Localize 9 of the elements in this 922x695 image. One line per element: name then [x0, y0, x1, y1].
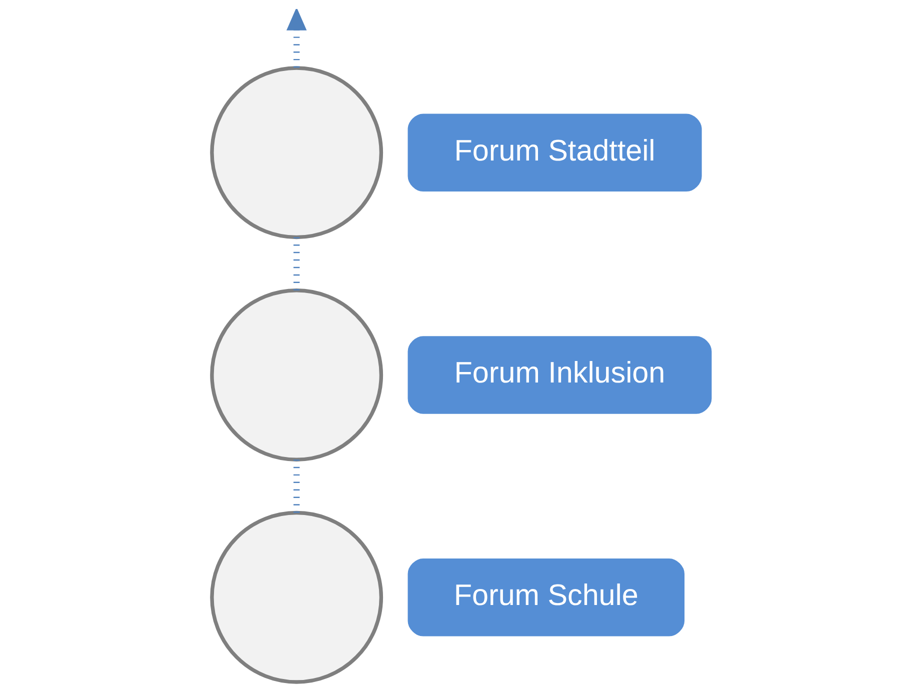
connector	[292, 236, 300, 290]
node-circle	[210, 66, 383, 239]
arrow	[286, 8, 306, 68]
node-circle	[210, 510, 383, 684]
node-box: Forum Stadtteil	[407, 113, 702, 192]
node-box: Forum Schule	[407, 558, 684, 636]
connector	[292, 459, 300, 512]
node-circle	[210, 288, 383, 461]
node-box: Forum Inklusion	[407, 336, 712, 414]
